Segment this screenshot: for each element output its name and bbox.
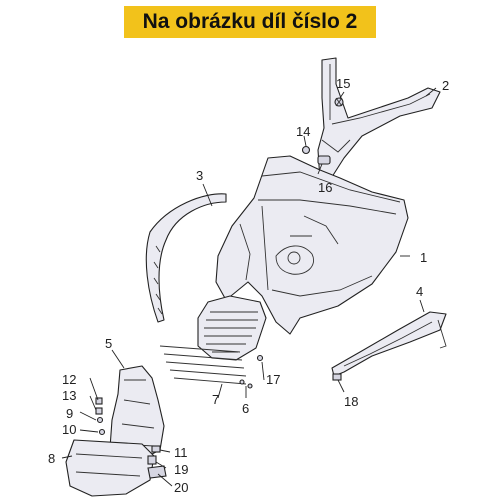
part-7-chrome-strips[interactable] (159, 345, 247, 385)
part-18-clip[interactable] (332, 373, 342, 381)
part-13-clip[interactable] (95, 407, 103, 415)
banner-title: Na obrázku díl číslo 2 (142, 10, 358, 33)
callout-16: 16 (318, 180, 332, 195)
callout-5: 5 (105, 336, 112, 351)
callout-11: 11 (174, 445, 188, 460)
callout-14: 14 (296, 124, 310, 139)
title-banner: Na obrázku díl číslo 2 (124, 6, 376, 38)
callout-8: 8 (48, 451, 55, 466)
leader-lines (61, 87, 437, 487)
part-1-front-shield[interactable] (215, 155, 409, 335)
callout-9: 9 (66, 406, 73, 421)
part-10-screw[interactable] (98, 428, 106, 436)
part-19-clip[interactable] (147, 455, 157, 465)
callout-6: 6 (242, 401, 249, 416)
callout-15: 15 (336, 76, 350, 91)
callout-7: 7 (212, 392, 219, 407)
callout-19: 19 (174, 462, 188, 477)
part-12-bracket[interactable] (95, 397, 103, 405)
callout-18: 18 (344, 394, 358, 409)
part-3-side-strip[interactable] (145, 193, 227, 323)
part-8-lower-fascia[interactable] (65, 439, 155, 497)
callout-3: 3 (196, 168, 203, 183)
callout-1: 1 (420, 250, 427, 265)
part-16-clip[interactable] (317, 155, 331, 165)
part-14-fastener[interactable] (301, 145, 311, 155)
part-17-fasteners[interactable] (239, 354, 264, 389)
callout-17: 17 (266, 372, 280, 387)
callout-12: 12 (62, 372, 76, 387)
callout-2: 2 (442, 78, 449, 93)
part-20-reflector[interactable] (147, 465, 167, 479)
callout-13: 13 (62, 388, 76, 403)
callout-10: 10 (62, 422, 76, 437)
part-4-side-strip[interactable] (331, 311, 447, 377)
part-11-clip[interactable] (151, 445, 161, 453)
part-15-fastener[interactable] (334, 97, 344, 107)
part-9-screw[interactable] (96, 416, 104, 424)
part-2-upper-trim[interactable] (317, 57, 441, 181)
callout-20: 20 (174, 480, 188, 495)
callout-4: 4 (416, 284, 423, 299)
grille[interactable] (197, 295, 267, 361)
